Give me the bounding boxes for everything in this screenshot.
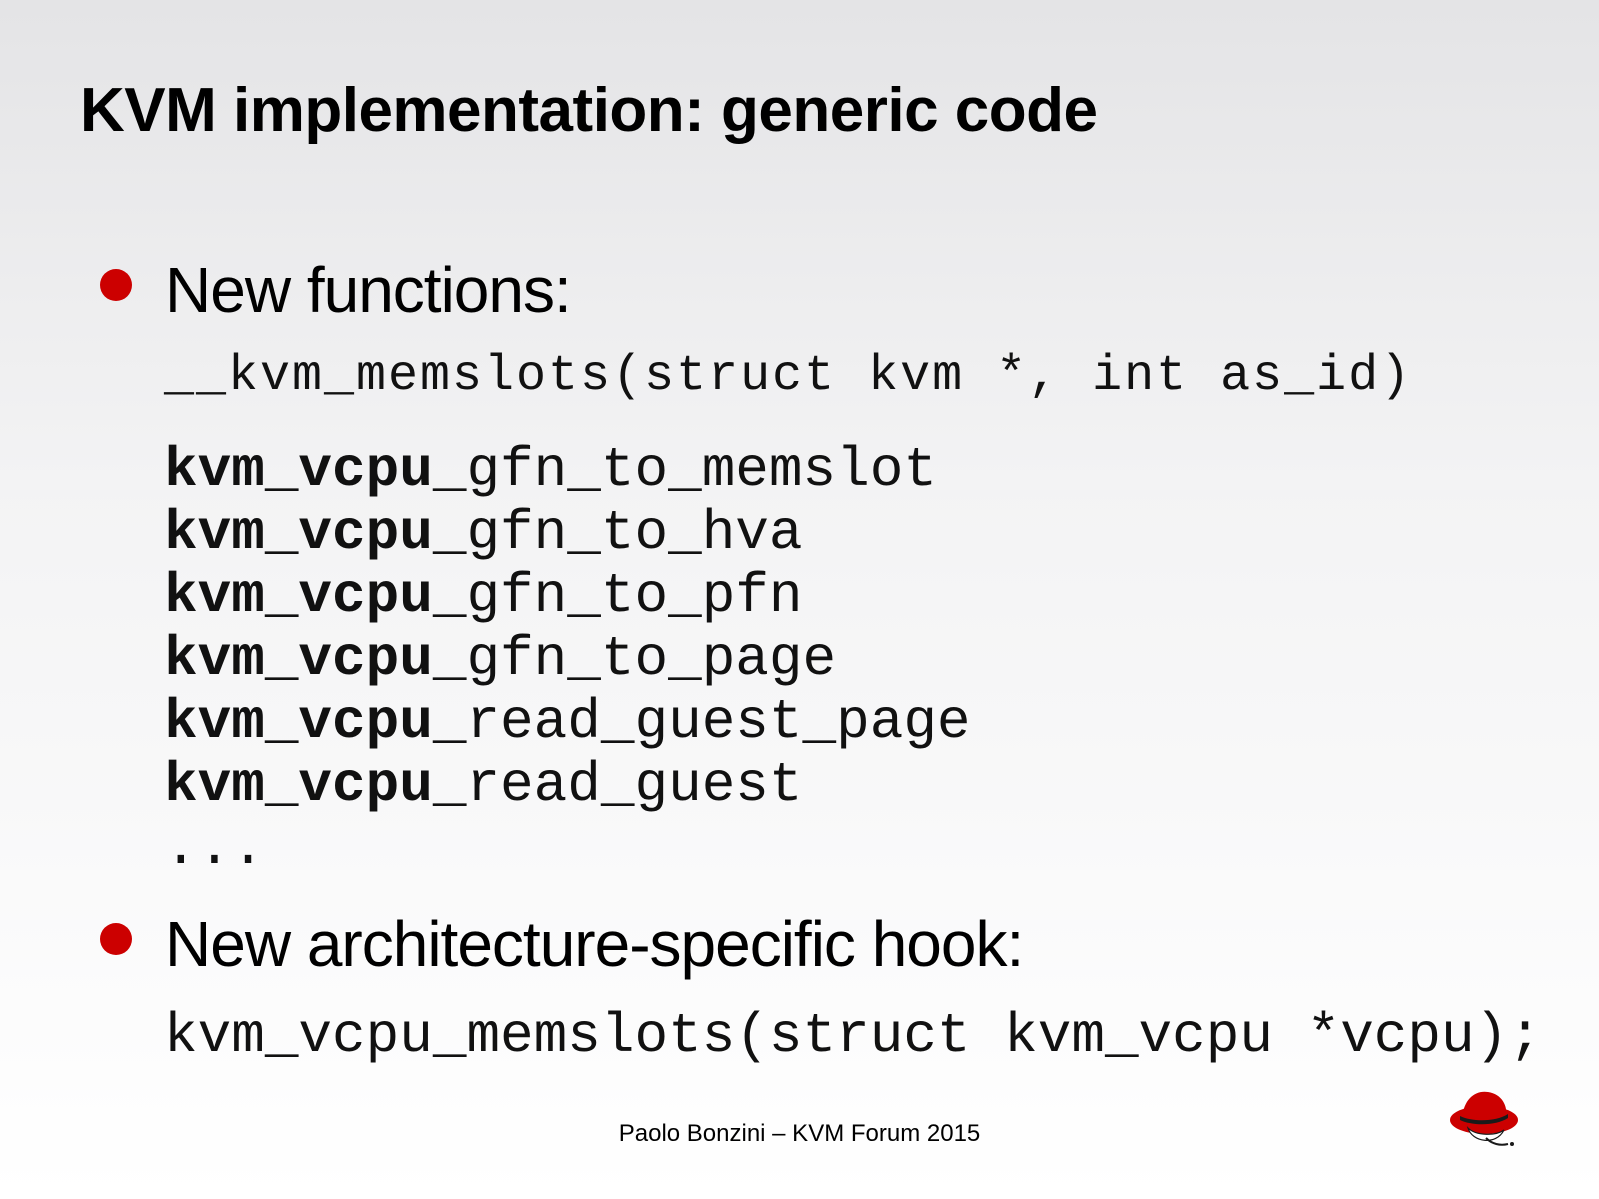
code-function-0: kvm_vcpu_gfn_to_memslot (164, 442, 937, 498)
slide-title: KVM implementation: generic code (80, 76, 1098, 145)
function-suffix: gfn_to_page (466, 627, 837, 691)
slide-footer: Paolo Bonzini – KVM Forum 2015 (618, 1120, 981, 1147)
code-function-4: kvm_vcpu_read_guest_page (164, 694, 971, 750)
function-prefix: kvm_vcpu_ (164, 753, 467, 817)
function-suffix: gfn_to_pfn (466, 564, 803, 628)
function-prefix: kvm_vcpu_ (164, 438, 467, 502)
red-hat-logo-icon (1450, 1091, 1518, 1146)
bullet-dot-icon (100, 269, 132, 301)
function-prefix: kvm_vcpu_ (164, 627, 467, 691)
code-function-5: kvm_vcpu_read_guest (164, 757, 803, 813)
function-suffix: read_guest_page (466, 690, 971, 754)
function-suffix: read_guest (466, 753, 803, 817)
bullet-text: New architecture-specific hook: (165, 908, 1024, 980)
code-hook: kvm_vcpu_memslots(struct kvm_vcpu *vcpu)… (164, 1004, 1542, 1068)
bullet-dot-icon (100, 923, 132, 955)
code-signature: __kvm_memslots(struct kvm *, int as_id) (164, 348, 1413, 405)
code-function-3: kvm_vcpu_gfn_to_page (164, 631, 836, 687)
function-prefix: kvm_vcpu_ (164, 501, 467, 565)
code-ellipsis: ... (164, 816, 265, 880)
function-prefix: kvm_vcpu_ (164, 690, 467, 754)
code-function-2: kvm_vcpu_gfn_to_pfn (164, 568, 803, 624)
function-prefix: kvm_vcpu_ (164, 564, 467, 628)
function-suffix: gfn_to_hva (466, 501, 803, 565)
bullet-text: New functions: (165, 254, 572, 326)
function-suffix: gfn_to_memslot (466, 438, 937, 502)
code-function-1: kvm_vcpu_gfn_to_hva (164, 505, 803, 561)
